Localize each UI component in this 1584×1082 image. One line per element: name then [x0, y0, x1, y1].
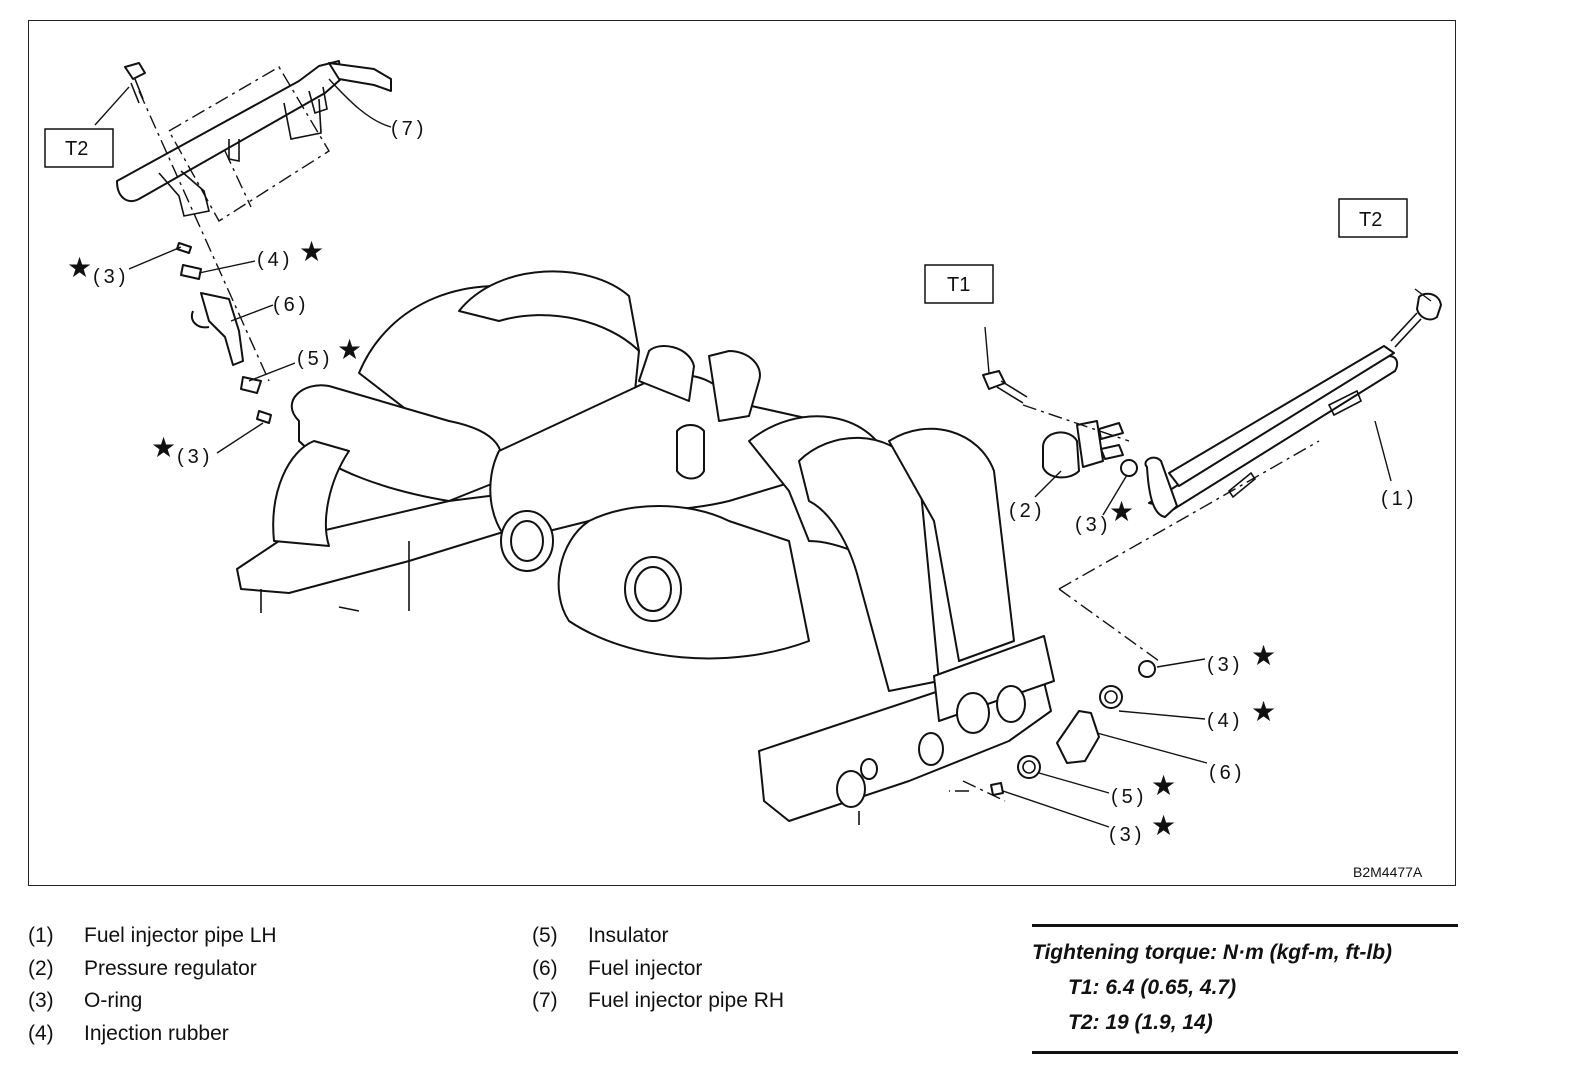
callout-1: (1)	[1381, 488, 1417, 510]
callout-7: (7)	[391, 118, 427, 140]
legend-item: (2) Pressure regulator	[28, 953, 277, 986]
legend-label: O-ring	[84, 989, 143, 1012]
callout-4-right: (4)	[1207, 710, 1243, 732]
pressure-regulator-drawing	[982, 370, 1138, 479]
legend-label: Injection rubber	[84, 1021, 229, 1045]
legend-num: (5)	[532, 924, 558, 947]
torque-box-t2-right: T2	[1338, 198, 1408, 238]
star-mark: ★	[1109, 495, 1134, 528]
callout-6-left: (6)	[273, 294, 309, 316]
star-mark: ★	[299, 235, 324, 268]
callout-6-right: (6)	[1209, 762, 1245, 784]
legend-label: Insulator	[588, 924, 669, 947]
legend-item: (4) Injection rubber	[28, 1018, 277, 1051]
torque-box-t1: T1	[924, 264, 994, 304]
callout-4-left: (4)	[257, 249, 293, 271]
torque-title: Tightening torque: N·m (kgf-m, ft-lb)	[1032, 941, 1393, 964]
star-mark: ★	[1251, 695, 1276, 728]
intake-manifold-drawing	[236, 270, 1055, 825]
callout-5-right: (5)	[1111, 786, 1147, 808]
diagram-canvas: T2 T1 T2 (7) ★ (3) (4) ★ (6) (5) ★ ★ (3)…	[44, 60, 1442, 880]
figure-code: B2M4477A	[1353, 864, 1423, 880]
exploded-view-diagram: T2 T1 T2 (7) ★ (3) (4) ★ (6) (5) ★ ★ (3)…	[28, 20, 1456, 886]
legend-num: (6)	[532, 956, 558, 980]
callout-3-top-left: (3)	[93, 266, 129, 288]
torque-t2: T2: 19 (1.9, 14)	[1068, 1011, 1213, 1034]
star-mark: ★	[67, 251, 92, 284]
star-mark: ★	[1251, 639, 1276, 672]
parts-legend: (1) Fuel injector pipe LH (2) Pressure reg…	[28, 920, 1008, 1060]
legend-item: (7) Fuel injector pipe RH	[532, 985, 784, 1018]
callout-3-right-bottom: (3)	[1109, 824, 1145, 846]
legend-num: (4)	[28, 1021, 54, 1045]
svg-text:T1: T1	[947, 274, 970, 296]
legend-num: (7)	[532, 989, 558, 1012]
fuel-injector-pipe-lh-drawing	[1058, 292, 1442, 662]
svg-text:T2: T2	[1359, 209, 1382, 231]
legend-item: (1) Fuel injector pipe LH	[28, 920, 277, 953]
star-mark: ★	[1151, 769, 1176, 802]
legend-item: (3) O-ring	[28, 985, 277, 1018]
legend-label: Pressure regulator	[84, 956, 257, 980]
legend-item: (6) Fuel injector	[532, 953, 784, 986]
tightening-torque-box: Tightening torque: N·m (kgf-m, ft-lb) T1…	[1032, 924, 1458, 1054]
legend-item: (5) Insulator	[532, 920, 784, 953]
callout-3-regulator: (3)	[1075, 514, 1111, 536]
callout-5-left: (5)	[297, 348, 333, 370]
legend-label: Fuel injector	[588, 956, 703, 980]
legend-num: (1)	[28, 924, 54, 947]
callout-3-right-top: (3)	[1207, 654, 1243, 676]
star-mark: ★	[1151, 809, 1176, 842]
legend-label: Fuel injector pipe RH	[588, 989, 785, 1012]
legend-label: Fuel injector pipe LH	[84, 924, 277, 947]
callout-3-lower-left: (3)	[177, 446, 213, 468]
legend-column-left: (1) Fuel injector pipe LH (2) Pressure reg…	[28, 920, 277, 1050]
torque-t1: T1: 6.4 (0.65, 4.7)	[1068, 976, 1237, 999]
injector-stack-left-drawing	[176, 242, 272, 424]
legend-column-right: (5) Insulator (6) Fuel injector (7) Fuel in…	[532, 920, 784, 1018]
svg-text:T2: T2	[65, 138, 88, 160]
star-mark: ★	[337, 333, 362, 366]
legend-num: (3)	[28, 989, 54, 1012]
leader-lines	[94, 78, 1432, 828]
fuel-injector-pipe-rh-drawing	[116, 60, 392, 382]
star-mark: ★	[151, 431, 176, 464]
torque-box-t2-left: T2	[44, 128, 114, 168]
injector-stack-right-drawing	[949, 660, 1156, 802]
legend-num: (2)	[28, 956, 54, 980]
callout-2: (2)	[1009, 500, 1045, 522]
